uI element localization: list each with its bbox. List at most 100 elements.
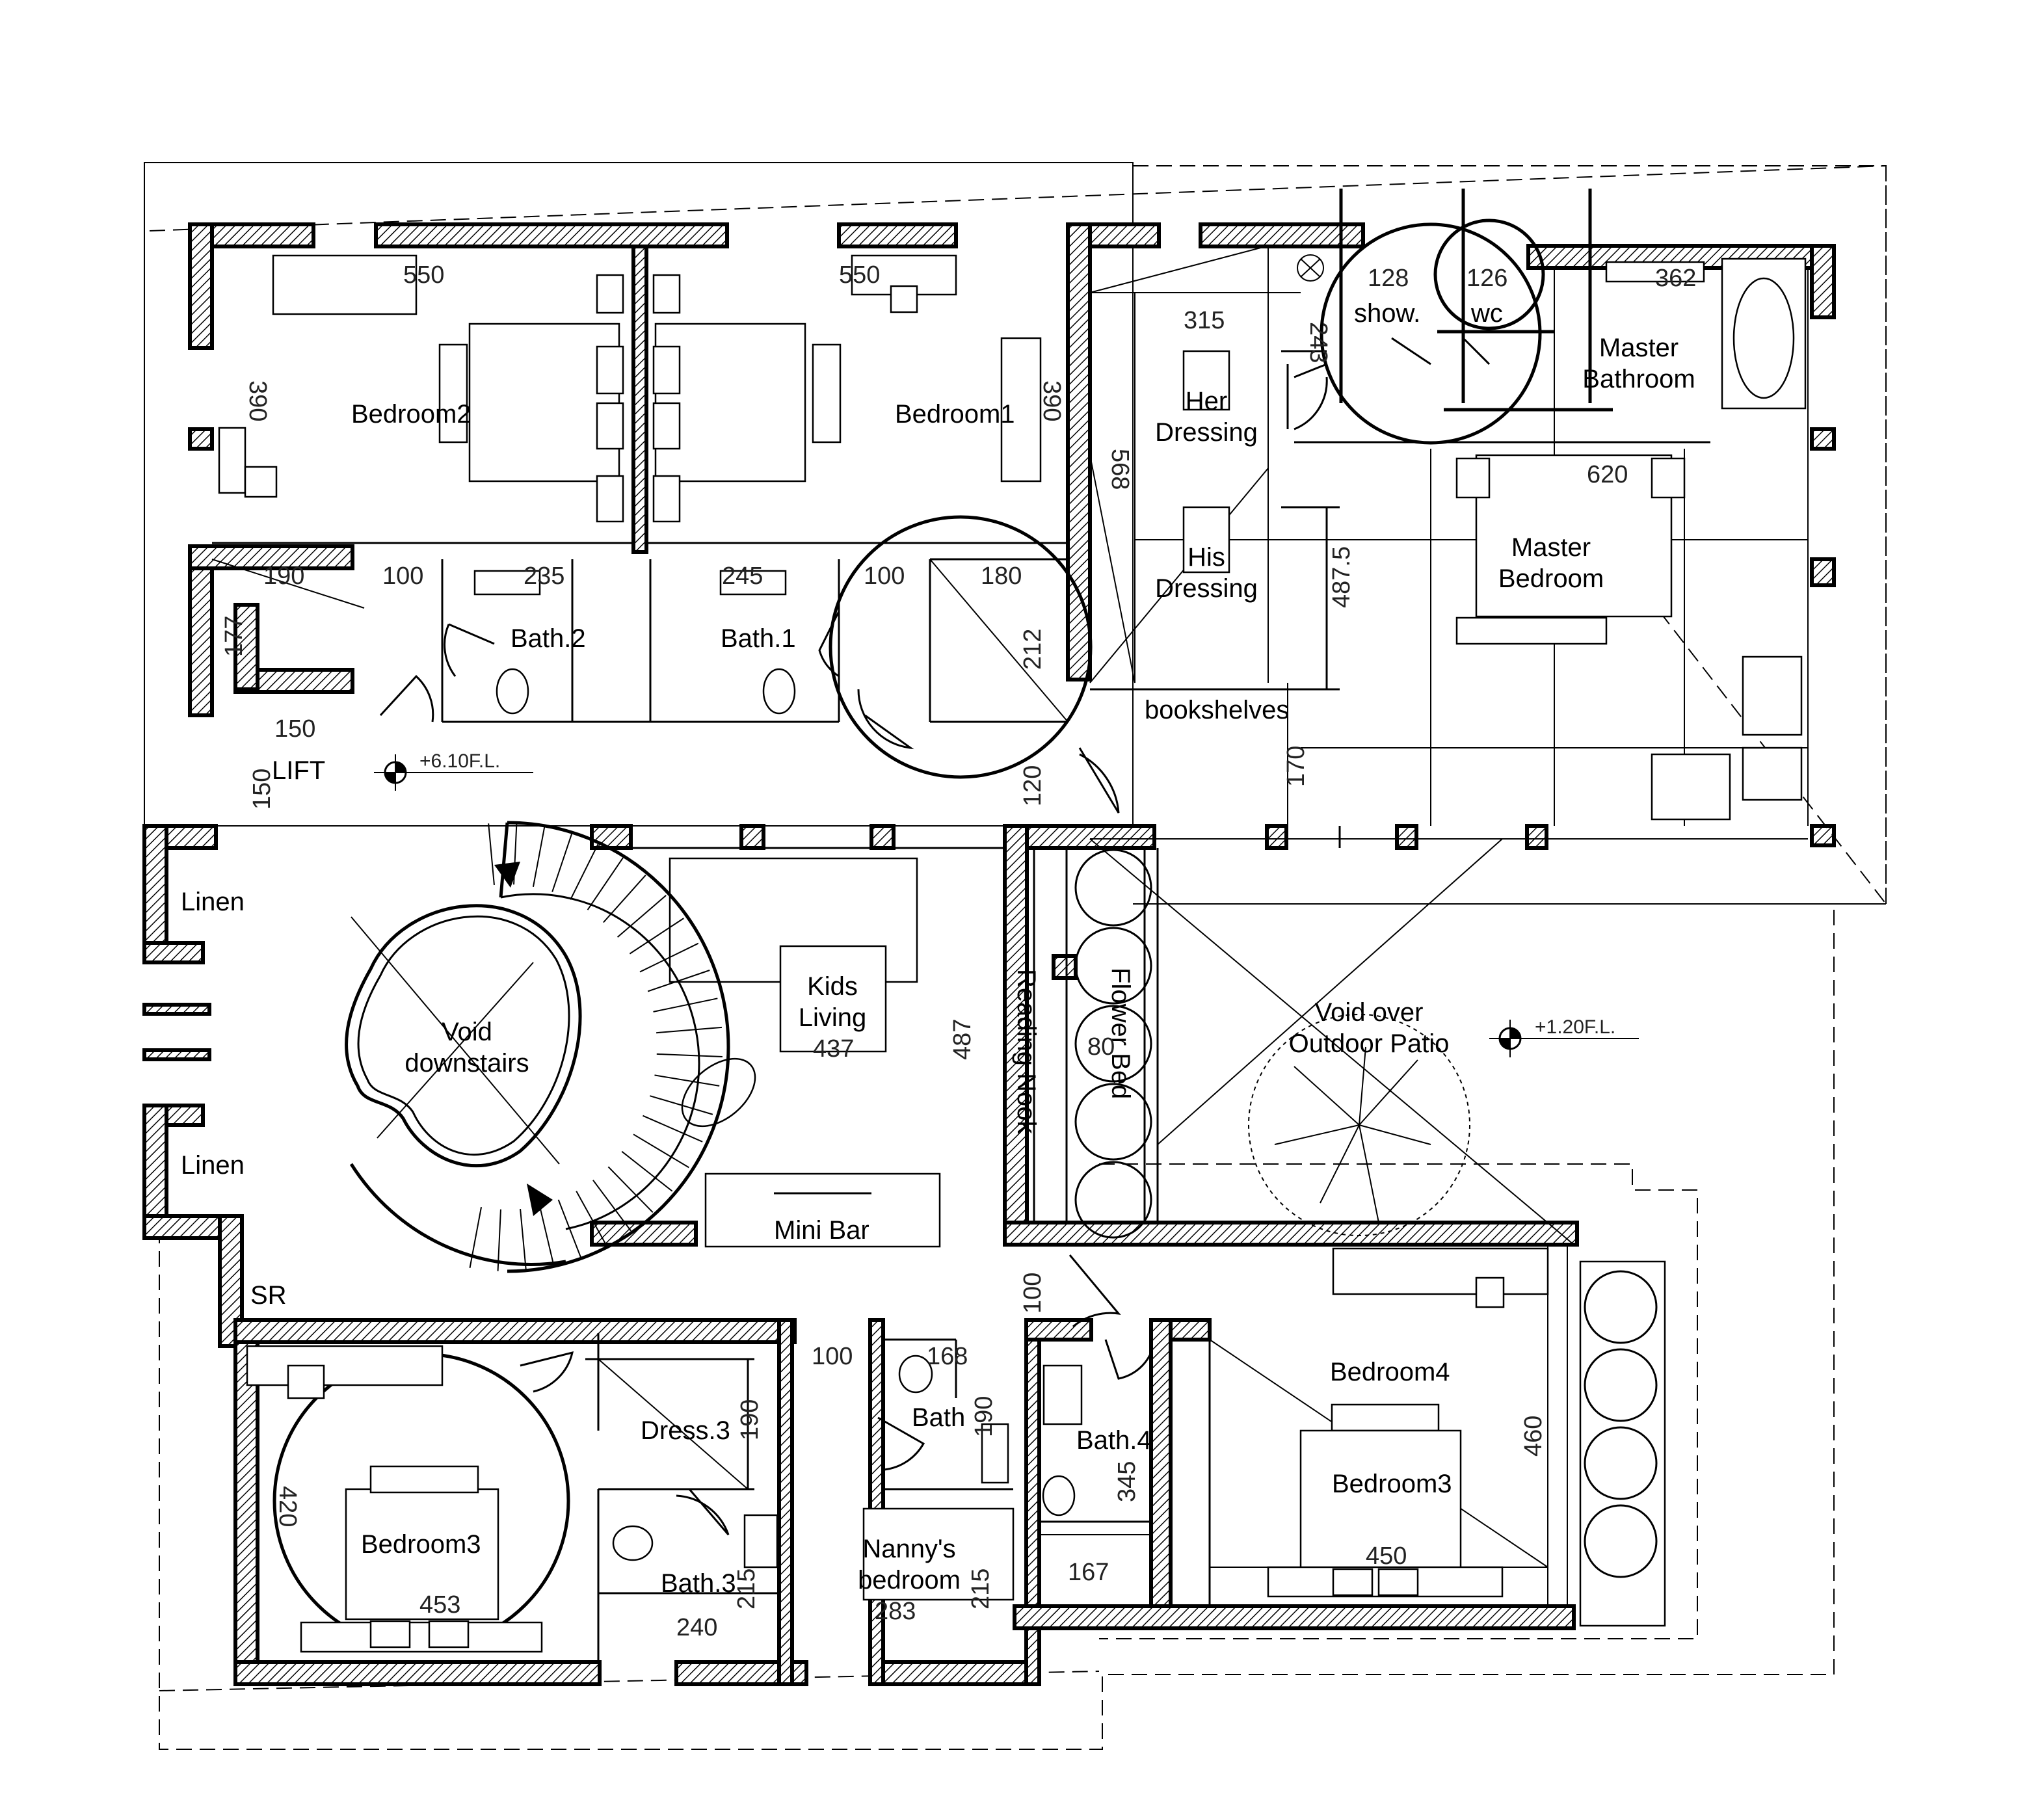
label-void-downstairs-2: downstairs	[405, 1049, 529, 1078]
label-void-patio-2: Outdoor Patio	[1289, 1029, 1450, 1058]
dim-corr-100b: 100	[864, 562, 905, 590]
label-void-patio-1: Void over	[1315, 998, 1424, 1027]
label-kids-living-2: Living	[799, 1003, 867, 1032]
stair-tread	[520, 1208, 527, 1271]
stair-tread	[587, 857, 624, 910]
label-bedroom1: Bedroom1	[895, 400, 1015, 429]
stair-tread	[650, 1095, 713, 1115]
dim-bath4-345: 345	[1113, 1461, 1141, 1502]
stair-tread	[621, 1150, 673, 1192]
dim-bath4-167: 167	[1068, 1559, 1109, 1586]
stair-tread	[469, 1207, 483, 1268]
dim-corr-212: 212	[1019, 629, 1046, 670]
stair-tread	[656, 1026, 723, 1034]
stair-tread	[538, 1205, 555, 1267]
label-his-dressing-2: Dressing	[1155, 574, 1258, 603]
stair-tread	[497, 1209, 501, 1271]
label-his-dressing-1: His	[1188, 543, 1225, 572]
stair-tread	[643, 1115, 703, 1143]
room-labels: Bedroom2 Bedroom1 Her Dressing His Dress…	[181, 299, 1695, 1598]
dim-dressing-depth: 568	[1106, 449, 1134, 490]
label-kids-living-1: Kids	[807, 972, 858, 1001]
label-sr: SR	[250, 1281, 287, 1310]
dim-corr-177: 177	[220, 616, 248, 657]
dim-bed3-width: 453	[419, 1591, 460, 1619]
label-master-bathroom-2: Bathroom	[1582, 365, 1695, 393]
stair-tread	[629, 918, 684, 955]
stair-tread	[488, 823, 495, 886]
dim-shower-d: 243	[1305, 322, 1332, 363]
label-lift: LIFT	[272, 756, 325, 785]
dim-wc-w: 126	[1467, 265, 1507, 292]
dim-bed3-depth: 420	[274, 1486, 301, 1527]
label-flower-bed: Flower Bed	[1106, 968, 1135, 1099]
dim-bed4-460: 460	[1520, 1416, 1547, 1457]
stair-tread	[639, 942, 699, 973]
label-nanny-1: Nanny's	[862, 1535, 955, 1563]
dim-shower-w: 128	[1368, 265, 1409, 292]
stair-tread	[647, 970, 710, 992]
stair-tread	[617, 895, 667, 938]
dim-lift-d: 150	[248, 769, 276, 810]
construction-lines	[211, 245, 1887, 1568]
overlay-circles	[272, 189, 1613, 1650]
stair-tread	[557, 1199, 582, 1258]
label-master-bedroom-2: Bedroom	[1498, 564, 1604, 593]
label-bath: Bath	[912, 1403, 965, 1432]
dim-nanny-215: 215	[967, 1568, 994, 1609]
dim-corr-190: 190	[263, 562, 304, 590]
label-mini-bar: Mini Bar	[774, 1216, 869, 1245]
door-swings	[379, 337, 1491, 1535]
dim-nanny-283: 283	[875, 1598, 916, 1625]
dim-bath3-215: 215	[733, 1568, 760, 1609]
label-bedroom3-left: Bedroom3	[361, 1530, 481, 1559]
dim-stair-120: 120	[1019, 765, 1046, 806]
label-reading-nook: Reading Nook	[1012, 969, 1041, 1134]
label-bookshelves: bookshelves	[1145, 696, 1289, 724]
stair-tread	[633, 1133, 689, 1169]
spiral-stair	[345, 821, 730, 1273]
dim-bed2-depth: 390	[244, 380, 271, 421]
exterior-walls	[142, 222, 1836, 1686]
label-bedroom4: Bedroom4	[1330, 1358, 1450, 1386]
dimension-labels: 550 550 390 390 315 568 128 126 362 243 …	[220, 261, 1696, 1641]
dim-bath-168: 168	[927, 1343, 968, 1370]
stair-tread	[607, 1166, 654, 1213]
dim-bath2-w: 235	[524, 562, 564, 590]
label-void-downstairs-1: Void	[442, 1018, 492, 1046]
stair-tread	[656, 1053, 723, 1058]
tree-symbol	[1248, 1014, 1470, 1236]
dim-kids-487: 487	[949, 1019, 976, 1060]
furniture	[218, 254, 1807, 1653]
dim-bath-190: 190	[970, 1396, 998, 1437]
dim-corr-100c: 100	[812, 1343, 853, 1370]
label-bath1: Bath.1	[721, 624, 796, 653]
level-marker-upper: +6.10F.L.	[374, 750, 533, 791]
level-marker-patio: +1.20F.L.	[1489, 1016, 1639, 1057]
stair-tread	[570, 843, 599, 900]
dim-corr-100a: 100	[382, 562, 423, 590]
label-bedroom2: Bedroom2	[351, 400, 471, 429]
dim-lift-w: 150	[274, 715, 315, 743]
label-dress3: Dress.3	[641, 1416, 730, 1445]
level-upper-label: +6.10F.L.	[419, 750, 500, 772]
stair-tread	[532, 826, 546, 887]
dim-bed1-depth: 390	[1038, 380, 1065, 421]
dim-hall-100: 100	[1019, 1273, 1046, 1314]
stair-tread	[654, 1074, 720, 1087]
dim-bath3-240: 240	[676, 1614, 717, 1641]
dim-kids-437: 437	[813, 1035, 854, 1063]
dim-master-bed-d: 487.5	[1328, 546, 1355, 608]
dim-bed1-width: 550	[839, 261, 880, 289]
stair-tread	[592, 1180, 631, 1232]
label-bath2: Bath.2	[511, 624, 586, 653]
label-her-dressing-1: Her	[1186, 387, 1227, 416]
stair-tread	[603, 875, 646, 923]
dim-bookshelf-d: 170	[1282, 746, 1310, 787]
label-master-bedroom-1: Master	[1511, 533, 1591, 562]
dim-nook-80: 80	[1087, 1033, 1115, 1061]
dim-bed2-width: 550	[403, 261, 444, 289]
dim-dress-190: 190	[736, 1399, 763, 1440]
label-linen-top: Linen	[181, 888, 245, 916]
